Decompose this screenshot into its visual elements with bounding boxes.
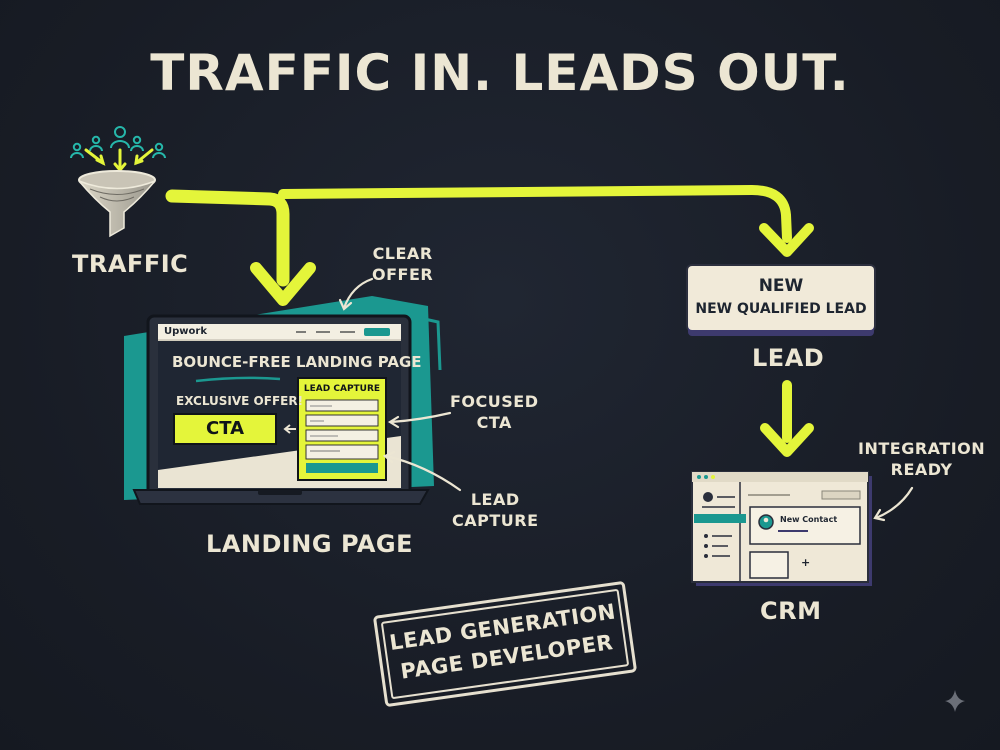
callout-line: OFFER: [372, 265, 434, 284]
callout-lead-capture: LEAD CAPTURE: [452, 489, 539, 531]
lead-label: LEAD: [752, 344, 825, 372]
notification-title: NEW: [758, 276, 804, 296]
flow-arrows: [165, 185, 814, 457]
callout-arrows: [338, 277, 914, 522]
lead-capture-title: LEAD CAPTURE: [303, 384, 381, 394]
people-icon: [70, 126, 166, 159]
headline: TRAFFIC IN. LEADS OUT.: [150, 44, 850, 102]
brand-logo: Upwork: [164, 326, 207, 337]
inflow-arrows: [84, 148, 154, 173]
callout-focused-cta: FOCUSED CTA: [450, 391, 539, 433]
crm-add-button[interactable]: +: [801, 556, 811, 569]
callout-clear-offer: CLEAR OFFER: [372, 243, 433, 285]
callout-line: CTA: [476, 413, 512, 432]
lead-notification-card: NEW NEW QUALIFIED LEAD: [688, 266, 874, 330]
offer-text: EXCLUSIVE OFFER!: [176, 394, 304, 408]
callout-line: LEAD: [470, 490, 520, 509]
callout-line: CLEAR: [372, 244, 433, 263]
sparkle-icon: [945, 690, 965, 712]
landing-page-label: LANDING PAGE: [206, 530, 413, 558]
callout-line: INTEGRATION: [858, 439, 986, 458]
laptop-icon: [124, 296, 442, 505]
landing-page-title: BOUNCE-FREE LANDING PAGE: [172, 353, 422, 371]
crm-window-icon: [691, 471, 872, 586]
notification-subtitle: NEW QUALIFIED LEAD: [695, 301, 867, 317]
cta-button[interactable]: CTA: [205, 418, 245, 439]
callout-integration-ready: INTEGRATION READY: [858, 438, 985, 480]
callout-line: CAPTURE: [452, 511, 539, 530]
traffic-label: TRAFFIC: [72, 250, 189, 278]
crm-label: CRM: [760, 597, 822, 625]
funnel-icon: [78, 170, 156, 238]
callout-line: READY: [890, 460, 953, 479]
crm-contact-name: New Contact: [780, 515, 838, 524]
callout-line: FOCUSED: [450, 392, 539, 411]
